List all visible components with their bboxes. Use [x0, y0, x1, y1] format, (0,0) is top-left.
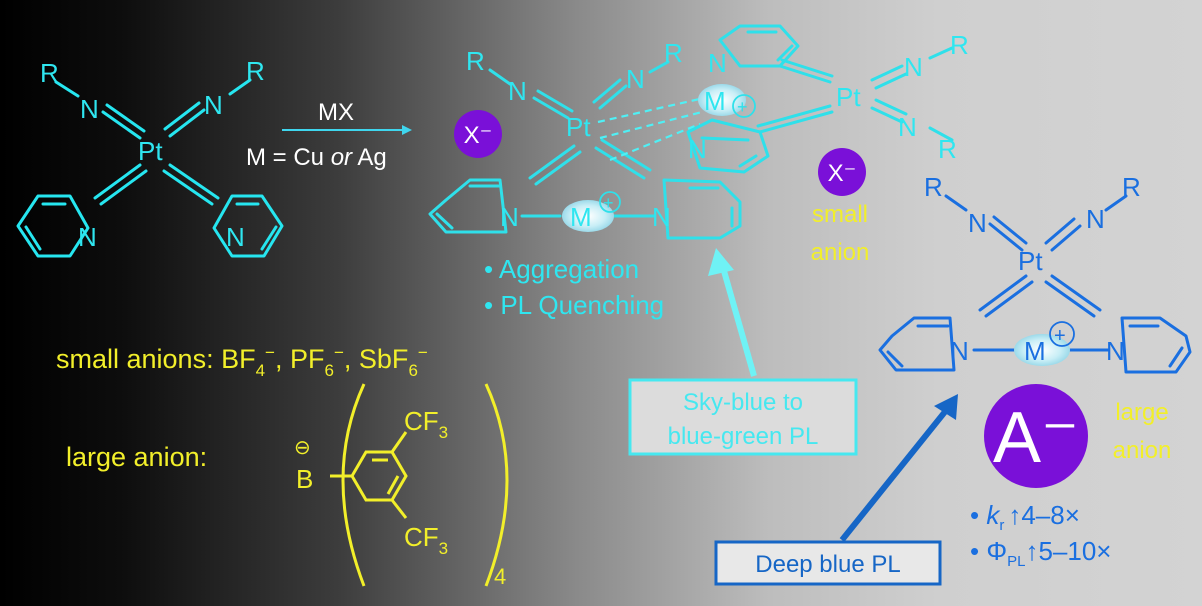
monomer-complex: M + N N Pt N R N R: [878, 172, 1192, 374]
r-atom: R: [664, 38, 683, 68]
svg-text:blue-green PL: blue-green PL: [668, 423, 819, 450]
x-anion-1: X⁻: [454, 110, 502, 158]
barf-count: 4: [494, 564, 506, 589]
r-atom: R: [938, 134, 957, 164]
plus-charge: +: [603, 193, 614, 213]
n-atom: N: [968, 208, 987, 238]
n-atom: N: [688, 134, 707, 164]
n-atom: N: [898, 112, 917, 142]
bullet-quenching: • PL Quenching: [484, 290, 664, 320]
deep-blue-arrow: [839, 394, 958, 542]
r-atom: R: [924, 172, 943, 202]
pt-atom: Pt: [566, 112, 591, 142]
sky-blue-box: Sky-blue to blue-green PL: [628, 378, 858, 456]
starting-complex: R N R N Pt N N: [16, 56, 284, 258]
n-atom: N: [950, 336, 969, 366]
pt-atom: Pt: [138, 136, 163, 166]
a-anion: A⁻: [984, 384, 1088, 488]
reagent-formula: MX: [318, 99, 354, 126]
r-atom: R: [246, 56, 265, 86]
n-atom: N: [78, 222, 97, 252]
sky-blue-arrow: [708, 248, 757, 377]
bullet-aggregation: • Aggregation: [484, 254, 639, 284]
svg-text:X⁻: X⁻: [828, 160, 857, 187]
svg-text:X⁻: X⁻: [464, 122, 493, 149]
r-atom: R: [466, 46, 485, 76]
reagent-condition: M = Cu or Ag: [246, 144, 387, 171]
n-atom: N: [652, 202, 671, 232]
n-atom: N: [904, 52, 923, 82]
m-atom: M: [1024, 336, 1046, 366]
r-atom: R: [950, 30, 969, 60]
svg-text:Deep blue PL: Deep blue PL: [755, 551, 900, 578]
deep-blue-box: Deep blue PL: [714, 540, 942, 586]
large-anion-label-2: anion: [1113, 437, 1172, 464]
n-atom: N: [226, 222, 245, 252]
large-anion-text: large anion:: [66, 442, 207, 472]
n-atom: N: [626, 64, 645, 94]
n-atom: N: [80, 94, 99, 124]
phi-metric: • ΦPL↑5–10×: [970, 536, 1111, 570]
n-atom: N: [204, 90, 223, 120]
barf-structure: B ⊖ CF3 CF3 4: [294, 383, 509, 589]
svg-text:CF3: CF3: [404, 406, 448, 442]
n-atom: N: [708, 48, 727, 78]
svg-text:Sky-blue to: Sky-blue to: [683, 389, 803, 416]
n-atom: N: [500, 202, 519, 232]
n-atom: N: [1106, 336, 1125, 366]
m-atom: M: [570, 202, 592, 232]
svg-text:CF3: CF3: [404, 522, 448, 558]
plus-charge: +: [737, 97, 748, 117]
svg-text:small anions: BF4−, PF6−, SbF6: small anions: BF4−, PF6−, SbF6−: [56, 343, 428, 380]
svg-text:A⁻: A⁻: [993, 398, 1079, 478]
r-atom: R: [40, 58, 59, 88]
pt-atom: Pt: [1018, 246, 1043, 276]
kr-metric: • kr↑4–8×: [970, 500, 1080, 534]
small-anion-label-1: small: [812, 201, 868, 228]
aggregate-complex: M + N N M + N N Pt N R N R R N R N Pt •: [428, 24, 969, 320]
b-atom: B: [296, 464, 313, 494]
minus-charge: ⊖: [294, 437, 311, 459]
reaction-arrow: MX M = Cu or Ag: [246, 99, 412, 171]
n-atom: N: [1086, 204, 1105, 234]
pt-atom: Pt: [836, 82, 861, 112]
n-atom: N: [508, 76, 527, 106]
m-atom: M: [704, 86, 726, 116]
large-anion-label-1: large: [1115, 399, 1168, 426]
r-atom: R: [1122, 172, 1141, 202]
x-anion-2: X⁻: [818, 148, 866, 196]
plus-charge: +: [1054, 325, 1066, 347]
small-anions-line: small anions: BF4−, PF6−, SbF6−: [56, 343, 428, 380]
small-anion-label-2: anion: [811, 239, 870, 266]
